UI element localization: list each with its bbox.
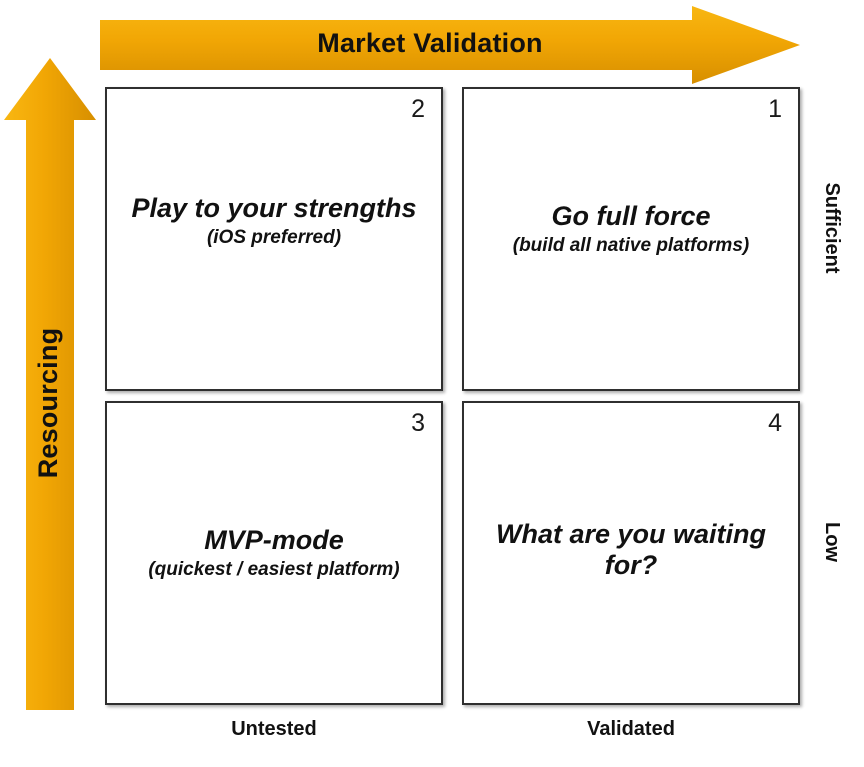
quadrant-3-number: 3 [411, 409, 425, 437]
quadrant-4-title: What are you waiting for? [495, 519, 767, 581]
quadrant-1[interactable]: 1 Go full force (build all native platfo… [462, 87, 800, 391]
quadrant-2-number: 2 [411, 95, 425, 123]
quadrant-1-subtitle: (build all native platforms) [512, 235, 750, 257]
quadrant-2[interactable]: 2 Play to your strengths (iOS preferred) [105, 87, 443, 391]
x-axis-title: Market Validation [317, 27, 543, 58]
quadrant-4[interactable]: 4 What are you waiting for? [462, 401, 800, 705]
quadrant-1-body: Go full force (build all native platform… [464, 201, 798, 258]
y-axis-title: Resourcing [32, 327, 63, 479]
quadrant-1-title: Go full force [551, 201, 711, 231]
quadrant-4-body: What are you waiting for? [464, 519, 798, 582]
quadrant-2-body: Play to your strengths (iOS preferred) [107, 193, 441, 250]
quadrant-3[interactable]: 3 MVP-mode (quickest / easiest platform) [105, 401, 443, 705]
quadrant-3-title: MVP-mode [204, 525, 344, 555]
up-arrow-icon [4, 58, 96, 710]
quadrant-3-body: MVP-mode (quickest / easiest platform) [107, 525, 441, 582]
quadrant-3-subtitle: (quickest / easiest platform) [148, 559, 400, 581]
right-arrow-icon [100, 6, 800, 84]
quadrant-1-number: 1 [768, 95, 782, 123]
y-axis-tick-low: Low [821, 522, 844, 562]
quadrant-2-title: Play to your strengths [131, 193, 417, 223]
y-axis-tick-sufficient: Sufficient [821, 182, 844, 274]
quadrant-2-subtitle: (iOS preferred) [206, 227, 342, 249]
x-axis-tick-untested: Untested [231, 718, 317, 740]
x-axis-tick-validated: Validated [587, 718, 675, 740]
quadrant-4-number: 4 [768, 409, 782, 437]
